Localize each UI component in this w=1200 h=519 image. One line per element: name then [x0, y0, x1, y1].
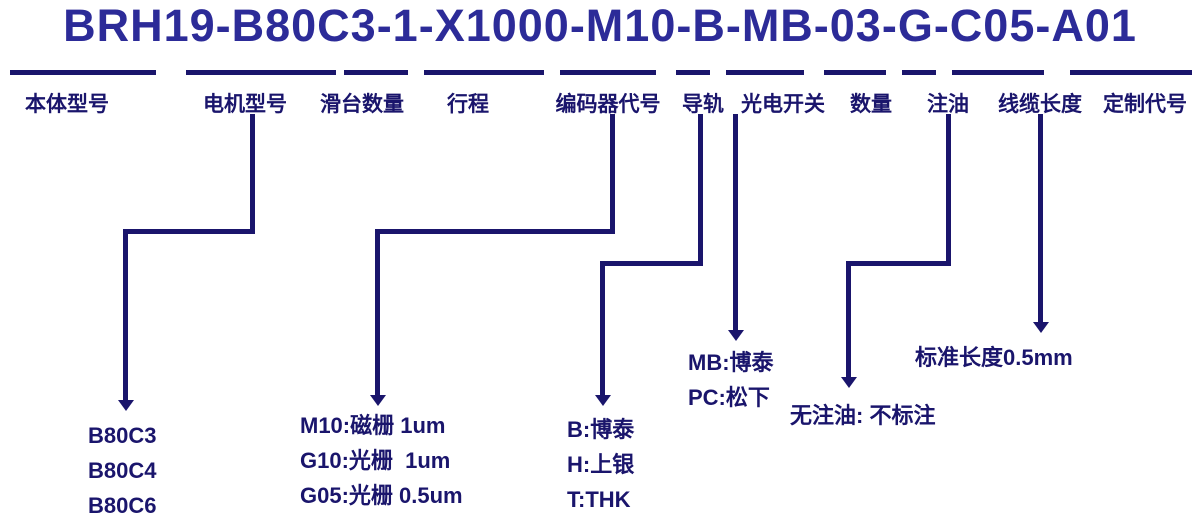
segment-underline-photo-switch	[726, 70, 804, 75]
encoder-code-options: M10:磁栅 1um G10:光栅 1um G05:光栅 0.5um	[300, 408, 463, 513]
segment-underline-encoder-code	[560, 70, 656, 75]
segment-underline-guide-rail	[676, 70, 710, 75]
connector-line-motor	[123, 229, 128, 404]
field-label-oiling: 注油	[927, 93, 969, 116]
option-item: T:THK	[567, 487, 631, 512]
field-label-guide-rail: 导轨	[682, 93, 724, 116]
connector-line-guide	[600, 261, 605, 399]
arrow-down-icon	[841, 377, 857, 388]
segment-underline-motor-model	[186, 70, 336, 75]
field-label-slider-count: 滑台数量	[320, 93, 404, 116]
connector-line-guide	[600, 261, 703, 266]
option-item: B80C6	[88, 493, 157, 518]
connector-line-guide	[698, 114, 703, 266]
model-code: BRH19-B80C3-1-X1000-M10-B-MB-03-G-C05-A0…	[63, 0, 1137, 51]
segment-underline-custom-code	[1070, 70, 1192, 75]
field-label-quantity: 数量	[850, 93, 892, 116]
connector-line-photo-switch	[733, 114, 738, 334]
connector-line-encoder	[375, 229, 615, 234]
option-item: M10:磁栅 1um	[300, 413, 446, 438]
option-item: B80C3	[88, 423, 157, 448]
field-label-cable-length: 线缆长度	[998, 93, 1082, 116]
cable-note: 标准长度0.5mm	[915, 345, 1073, 370]
field-label-custom-code: 定制代号	[1103, 93, 1187, 116]
field-label-body-model: 本体型号	[25, 93, 109, 116]
option-item: H:上银	[567, 452, 635, 477]
field-label-encoder-code: 编码器代号	[555, 93, 661, 116]
arrow-down-icon	[1033, 322, 1049, 333]
segment-underline-body-model	[10, 70, 156, 75]
connector-line-encoder	[375, 229, 380, 399]
segment-underline-stroke	[424, 70, 544, 75]
connector-line-motor	[123, 229, 255, 234]
oil-note: 无注油: 不标注	[790, 403, 936, 428]
segment-underline-oiling	[902, 70, 936, 75]
photo-switch-options: MB:博泰 PC:松下	[688, 345, 774, 415]
arrow-down-icon	[728, 330, 744, 341]
connector-line-cable	[1038, 114, 1043, 326]
connector-line-encoder	[610, 114, 615, 234]
option-item: G10:光栅 1um	[300, 448, 451, 473]
field-label-photo-switch: 光电开关	[741, 93, 825, 116]
segment-underline-cable-length	[952, 70, 1044, 75]
connector-line-oiling	[846, 261, 851, 381]
motor-model-options: B80C3 B80C4 B80C6	[88, 418, 156, 519]
option-item: G05:光栅 0.5um	[300, 483, 463, 508]
connector-line-motor	[250, 114, 255, 234]
connector-line-oiling	[946, 114, 951, 266]
connector-line-oiling	[846, 261, 951, 266]
option-item: MB:博泰	[688, 350, 774, 375]
arrow-down-icon	[370, 395, 386, 406]
option-item: PC:松下	[688, 385, 770, 410]
segment-underline-quantity	[824, 70, 886, 75]
option-item: B80C4	[88, 458, 157, 483]
field-label-motor-model: 电机型号	[203, 93, 287, 116]
guide-rail-options: B:博泰 H:上银 T:THK	[567, 412, 634, 517]
segment-underline-slider-count	[344, 70, 408, 75]
arrow-down-icon	[118, 400, 134, 411]
arrow-down-icon	[595, 395, 611, 406]
option-item: B:博泰	[567, 417, 635, 442]
field-label-stroke: 行程	[447, 93, 489, 116]
